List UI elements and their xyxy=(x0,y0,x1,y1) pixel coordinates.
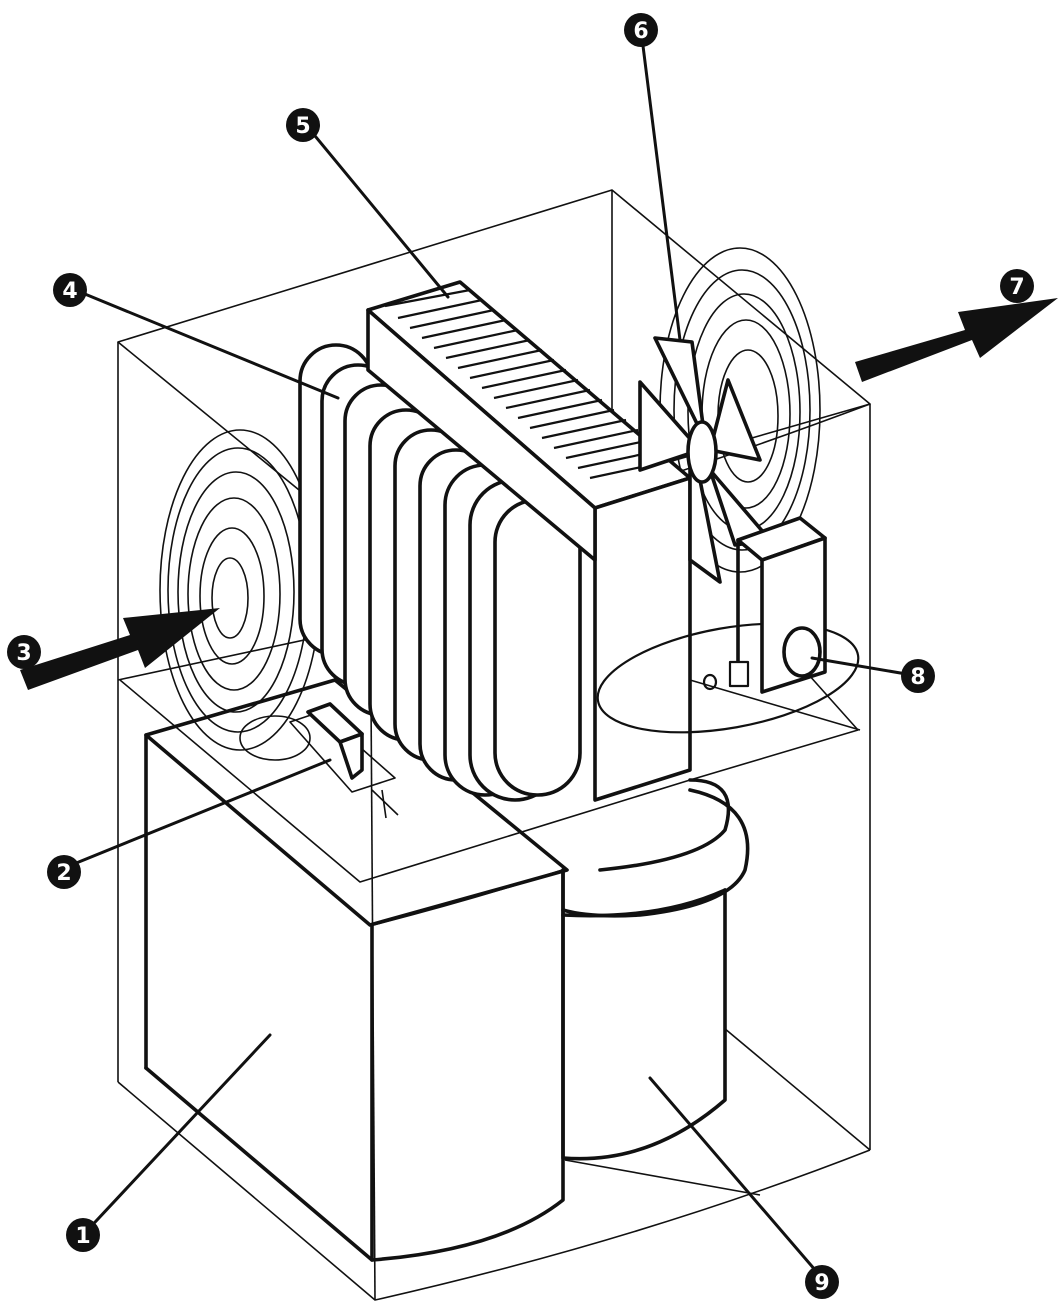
callout-9-label: 9 xyxy=(814,1271,829,1296)
leader-lines xyxy=(62,28,920,1280)
humidity-sensor xyxy=(239,702,399,819)
callout-2-label: 2 xyxy=(56,861,71,886)
callout-6-label: 6 xyxy=(633,19,648,44)
callout-4: 4 xyxy=(53,273,87,307)
callout-3: 3 xyxy=(7,635,41,669)
airflow-out-arrow xyxy=(855,298,1058,382)
callout-9: 9 xyxy=(805,1265,839,1299)
callout-7: 7 xyxy=(1000,269,1034,303)
callout-8: 8 xyxy=(901,659,935,693)
callout-7-label: 7 xyxy=(1009,275,1024,300)
fan xyxy=(638,336,772,584)
callout-4-label: 4 xyxy=(62,279,77,304)
callout-1-label: 1 xyxy=(75,1224,90,1249)
callout-5-label: 5 xyxy=(295,114,310,139)
callout-6: 6 xyxy=(624,13,658,47)
callout-1: 1 xyxy=(66,1218,100,1252)
callout-2: 2 xyxy=(47,855,81,889)
compressor xyxy=(561,778,750,1161)
condenser-fins xyxy=(384,288,675,480)
airflow-in-arrow xyxy=(20,608,220,690)
water-bucket xyxy=(144,678,569,1262)
control-unit xyxy=(596,516,860,734)
intake-grille xyxy=(159,429,321,751)
evaporator-coil xyxy=(298,343,582,802)
condenser xyxy=(366,280,692,802)
callout-5: 5 xyxy=(286,108,320,142)
callout-8-label: 8 xyxy=(910,665,925,690)
callout-3-label: 3 xyxy=(16,641,31,666)
